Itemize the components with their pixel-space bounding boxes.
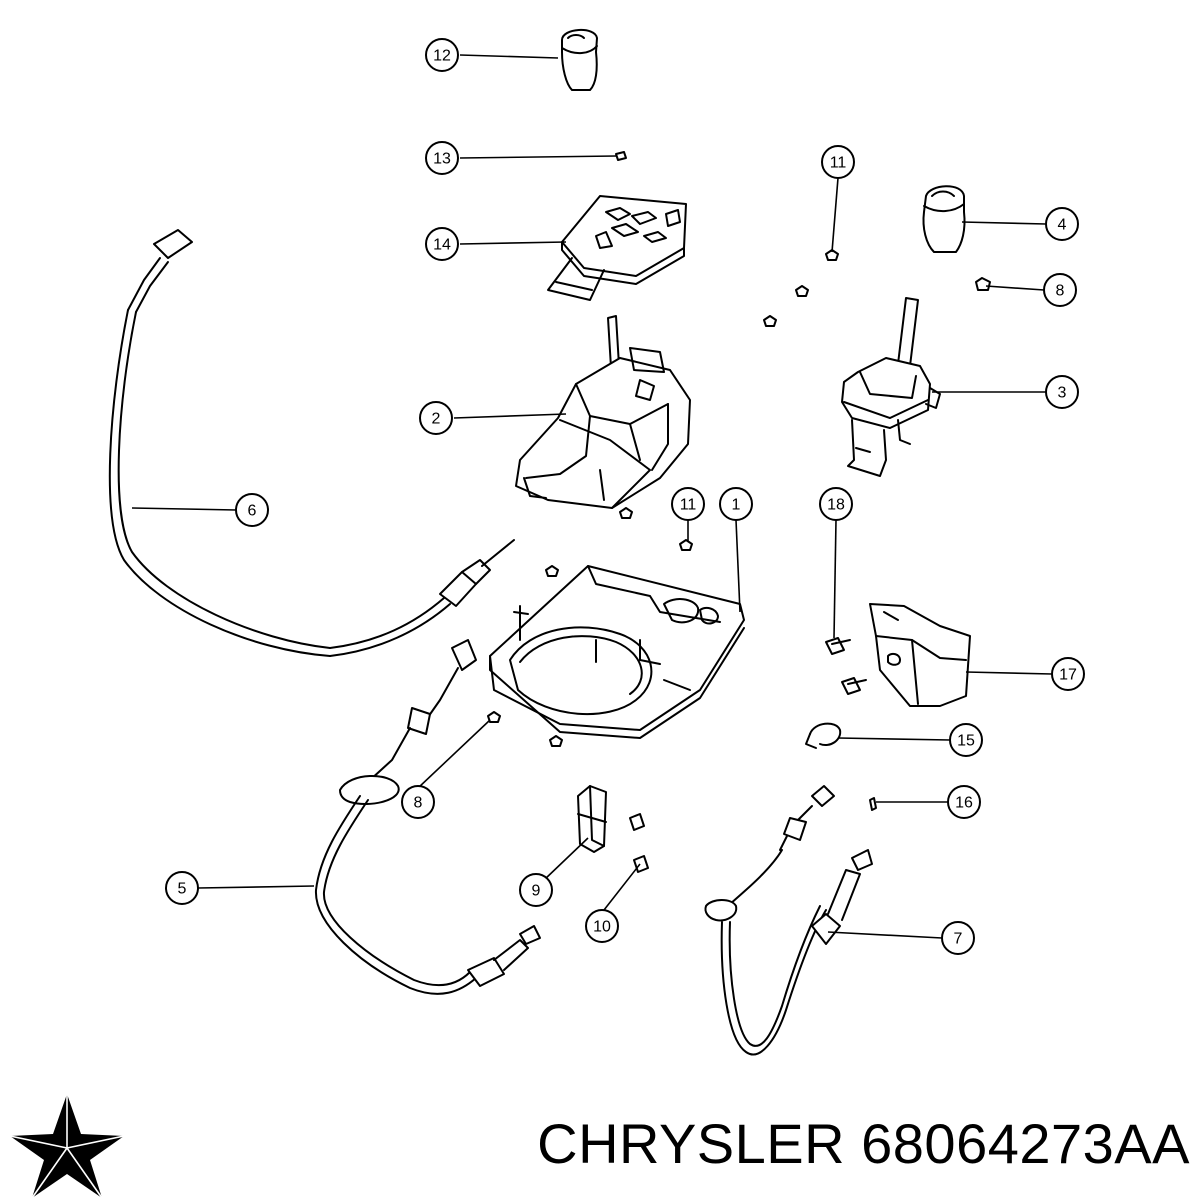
callout-label: 10: [593, 919, 611, 936]
callout-c11b: 11: [671, 487, 705, 521]
nuts-center: [763, 285, 809, 327]
part-2-shifter-assembly: [515, 315, 691, 509]
callout-c4: 4: [1045, 207, 1079, 241]
callout-label: 8: [1056, 283, 1065, 300]
callout-c8b: 8: [401, 785, 435, 819]
callout-c1: 1: [719, 487, 753, 521]
part-18-bolts: [825, 637, 867, 695]
callout-c6: 6: [235, 493, 269, 527]
part-12-shift-knob: [561, 29, 598, 91]
part-3-shifter-assembly: [841, 297, 941, 477]
callout-circle: [821, 145, 855, 179]
callout-circle: [425, 38, 459, 72]
chrysler-pentastar-icon: [9, 1094, 125, 1199]
callout-label: 11: [830, 155, 847, 172]
part-7-cable: [704, 785, 873, 1056]
part-number-caption: CHRYSLER 68064273AA: [537, 1112, 1190, 1175]
callout-circle: [235, 493, 269, 527]
callout-label: 9: [532, 883, 541, 900]
part-8-nut-top: [975, 277, 991, 291]
callout-label: 14: [433, 237, 451, 254]
part-13-pin: [615, 151, 627, 161]
callout-c11a: 11: [821, 145, 855, 179]
callout-circle: [401, 785, 435, 819]
nut-below-plate: [549, 735, 563, 747]
callout-label: 8: [414, 795, 423, 812]
callout-label: 13: [433, 151, 451, 168]
callout-c3: 3: [1045, 375, 1079, 409]
callout-label: 18: [827, 497, 845, 514]
callout-circle: [947, 785, 981, 819]
callout-circle: [585, 909, 619, 943]
callout-c5: 5: [165, 871, 199, 905]
part-4-shift-knob: [922, 185, 966, 253]
callout-c14: 14: [425, 227, 459, 261]
callout-c9: 9: [519, 873, 553, 907]
callout-circle: [165, 871, 199, 905]
part-9-bracket: [577, 785, 607, 853]
callout-label: 3: [1058, 385, 1067, 402]
callout-c2: 2: [419, 401, 453, 435]
callout-circle: [519, 873, 553, 907]
part-5-cable: [314, 639, 541, 995]
callout-label: 17: [1059, 667, 1077, 684]
callout-circle: [1043, 273, 1077, 307]
callout-label: 4: [1058, 217, 1067, 234]
callout-c18: 18: [819, 487, 853, 521]
callout-circle: [1045, 207, 1079, 241]
callout-label: 12: [433, 48, 451, 65]
callout-circle: [949, 723, 983, 757]
callout-circle: [425, 141, 459, 175]
part-16-pin: [869, 797, 877, 811]
callout-circle: [671, 487, 705, 521]
callout-label: 16: [955, 795, 973, 812]
part-6-cable: [108, 229, 515, 657]
callout-label: 15: [957, 733, 975, 750]
callout-label: 6: [248, 503, 257, 520]
part-15-clip: [805, 722, 842, 749]
callout-c16: 16: [947, 785, 981, 819]
callout-c13: 13: [425, 141, 459, 175]
callout-label: 1: [732, 497, 741, 514]
callout-circle: [425, 227, 459, 261]
callout-label: 7: [954, 931, 963, 948]
callout-label: 5: [178, 881, 187, 898]
callout-c10: 10: [585, 909, 619, 943]
part-10-bolts: [629, 813, 649, 873]
part-17-bracket: [869, 603, 971, 707]
part-11-nut-lower: [679, 539, 693, 551]
part-1-base-plate: [489, 565, 745, 739]
callout-circle: [819, 487, 853, 521]
callout-circle: [419, 401, 453, 435]
callout-c17: 17: [1051, 657, 1085, 691]
part-11-nut-top: [825, 249, 839, 261]
callout-c12: 12: [425, 38, 459, 72]
callout-label: 2: [432, 411, 441, 428]
part-14-bezel: [547, 195, 687, 301]
callout-circle: [941, 921, 975, 955]
callout-c8a: 8: [1043, 273, 1077, 307]
callout-c15: 15: [949, 723, 983, 757]
callout-label: 11: [680, 497, 697, 514]
callout-circle: [1045, 375, 1079, 409]
callout-circle: [719, 487, 753, 521]
callout-circle: [1051, 657, 1085, 691]
nut-left-of-1: [545, 565, 559, 577]
callout-c7: 7: [941, 921, 975, 955]
nut-below-2: [619, 507, 633, 519]
